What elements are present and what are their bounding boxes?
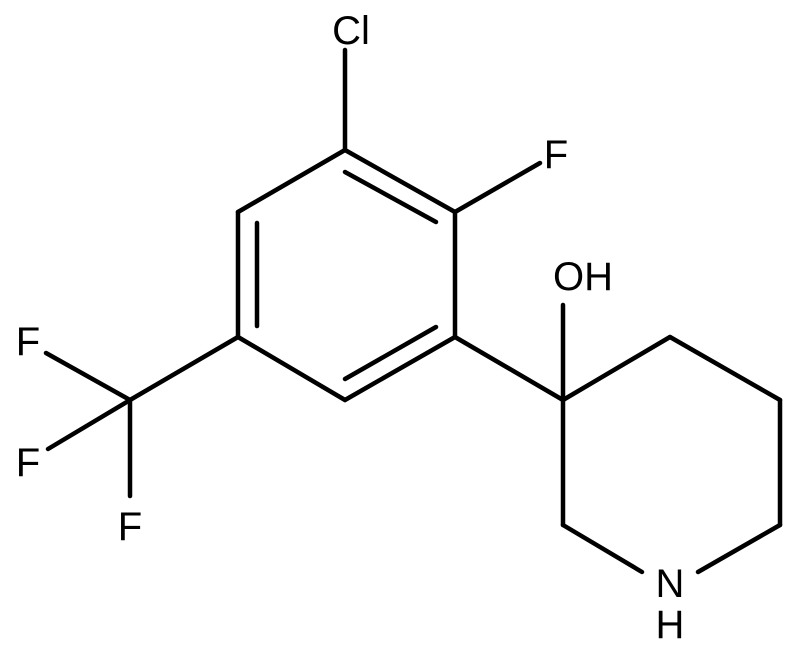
bond-aryl-piperidine xyxy=(452,334,566,403)
atom-label-f-aryl: F xyxy=(544,133,568,177)
bond-ring-inner xyxy=(342,324,439,382)
atom-label-f-cf3-3: F xyxy=(118,505,142,549)
piperidine-ring xyxy=(560,302,783,575)
bond-ring xyxy=(235,334,348,403)
atom-label-cl: Cl xyxy=(332,9,370,53)
atom-label-f-cf3-2: F xyxy=(16,441,40,485)
bond-c-cf3 xyxy=(127,334,241,403)
atom-label-nh-n: N xyxy=(656,562,685,606)
atom-label-nh-h: H xyxy=(656,603,685,647)
atom-label-oh: OH xyxy=(553,255,613,299)
bond-cf3-f1 xyxy=(43,350,133,403)
benzene-ring xyxy=(235,147,458,403)
bond-c6-n xyxy=(695,522,783,575)
bond-c4-c5 xyxy=(667,334,783,403)
bond-ring xyxy=(235,147,348,215)
bond-n-c2 xyxy=(560,522,645,575)
bond-ring xyxy=(342,147,458,215)
bond-ring-inner xyxy=(342,169,439,225)
atom-label-f-cf3-1: F xyxy=(16,320,40,364)
bond-c3-c4 xyxy=(560,334,673,403)
bond-ring xyxy=(342,334,458,403)
bond-c-f xyxy=(452,160,543,215)
bond-cf3-f2 xyxy=(45,397,133,452)
